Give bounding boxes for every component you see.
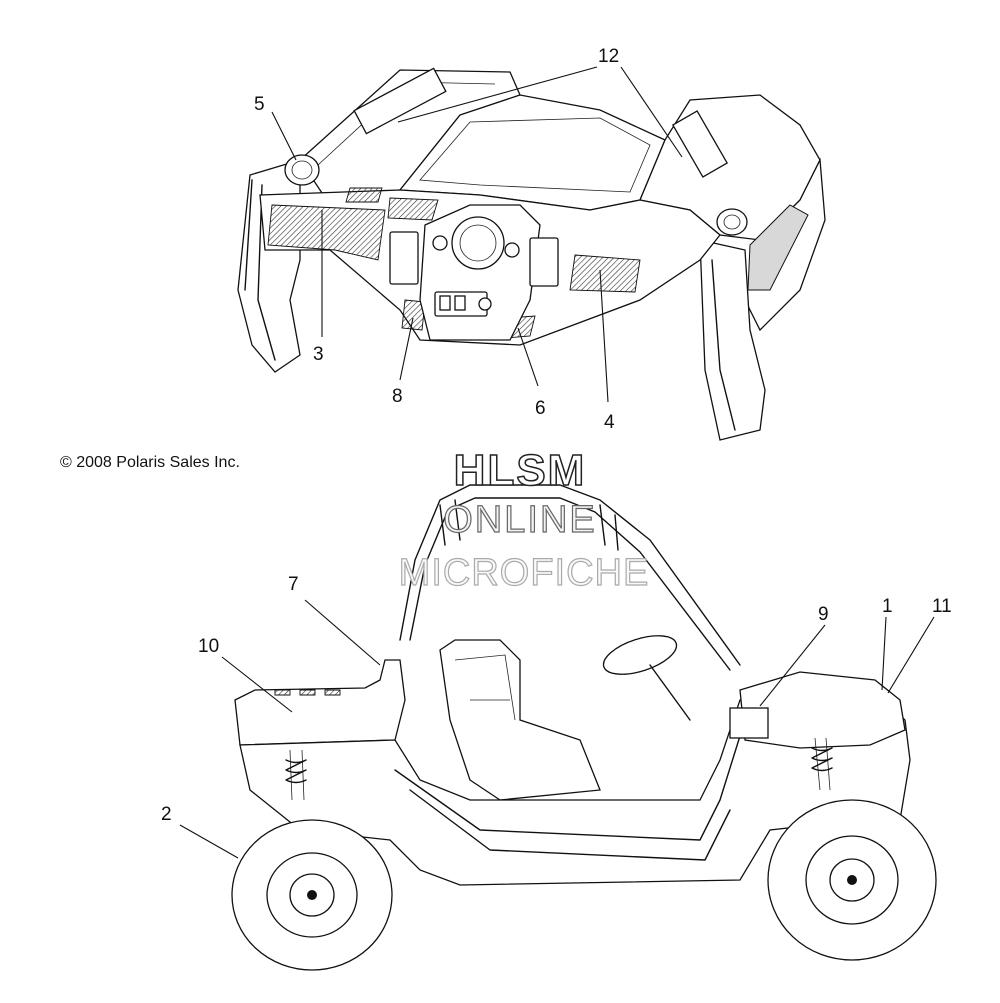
callout-3: 3 <box>313 344 324 365</box>
callout-12: 12 <box>598 46 619 67</box>
watermark-line-2: ONLINE <box>443 499 596 541</box>
callout-7: 7 <box>288 574 299 595</box>
leader-lines <box>179 66 935 859</box>
callout-11: 11 <box>932 596 952 617</box>
callout-10: 10 <box>198 636 219 657</box>
watermark-line-1: HLSM <box>454 446 587 495</box>
callout-9: 9 <box>818 604 829 625</box>
hood-dash-assembly <box>237 67 826 441</box>
watermark-line-3: MICROFICHE <box>399 552 650 594</box>
callout-2: 2 <box>161 804 172 825</box>
callout-labels: 5 3 8 6 4 12 7 10 2 9 1 11 <box>161 46 952 825</box>
watermark: HLSM ONLINE MICROFICHE <box>398 445 650 594</box>
vehicle-side-view <box>231 484 937 971</box>
callout-1: 1 <box>882 596 893 617</box>
callout-6: 6 <box>535 398 546 419</box>
callout-8: 8 <box>392 386 403 407</box>
callout-4: 4 <box>604 412 615 433</box>
callout-5: 5 <box>254 94 265 115</box>
copyright-notice: © 2008 Polaris Sales Inc. <box>60 454 240 471</box>
